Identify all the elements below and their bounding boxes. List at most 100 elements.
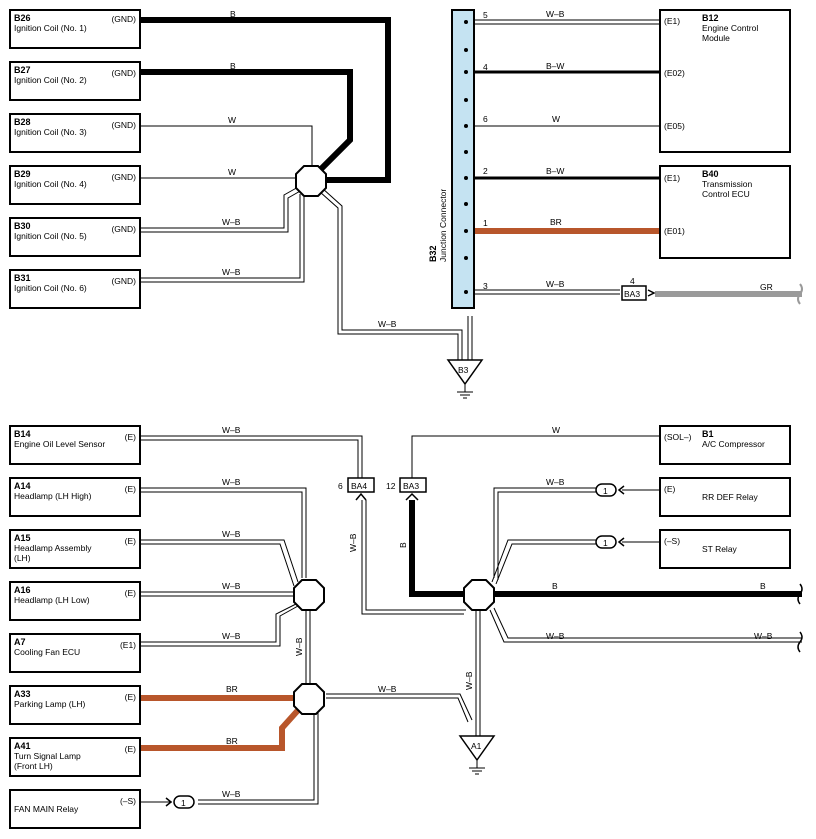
connector-pin: 1 xyxy=(603,486,608,496)
component-outline xyxy=(659,529,791,569)
wire-label: W xyxy=(552,425,560,435)
component-pin: (–S) xyxy=(120,796,136,806)
wire-label: W–B xyxy=(754,631,773,641)
component-pin: (E) xyxy=(125,432,137,442)
component-id: B28 xyxy=(14,117,31,127)
component-outline xyxy=(9,113,141,153)
wire-label: W–B xyxy=(464,671,474,690)
component-id: B40 xyxy=(702,169,719,179)
junction-pin: 6 xyxy=(483,114,488,124)
wire-label: B xyxy=(230,61,236,71)
component-outline xyxy=(9,217,141,257)
wire-label: W–B xyxy=(222,477,241,487)
component-name: Ignition Coil (No. 6) xyxy=(14,283,87,293)
wire-label: B xyxy=(552,581,558,591)
component-name: Cooling Fan ECU xyxy=(14,647,80,657)
component-pin: (GND) xyxy=(111,172,136,182)
wire-label: W–B xyxy=(222,529,241,539)
wire-a15-b xyxy=(140,543,295,587)
wire-label: W xyxy=(552,114,560,124)
wire-label: BR xyxy=(226,684,238,694)
wire-b1 xyxy=(411,435,660,478)
wire-b30-b xyxy=(140,189,303,233)
component-pin: (E) xyxy=(125,692,137,702)
component-id: B1 xyxy=(702,429,714,439)
wire-b28 xyxy=(140,125,313,166)
wire-b14-b xyxy=(140,439,359,478)
component-name: Headlamp Assembly xyxy=(14,543,92,553)
junction-connector-name: Junction Connector xyxy=(438,189,448,262)
splice-left xyxy=(293,579,325,611)
connector-id: BA3 xyxy=(624,289,640,299)
component-box: RR DEF Relay(E) xyxy=(659,477,791,517)
component-pin: (E1) xyxy=(664,173,680,183)
wire-ba3v xyxy=(409,500,466,597)
wire-b31-a xyxy=(140,194,301,279)
connector-ba3-bottom: BA3 12 xyxy=(386,477,427,501)
wire-a15-a xyxy=(140,539,299,583)
junction-dots xyxy=(464,20,468,294)
component-name: Module xyxy=(702,33,730,43)
junction-pin: 2 xyxy=(483,166,488,176)
junction-connector-id: B32 xyxy=(428,245,438,262)
wires-bottom xyxy=(140,435,802,805)
component-outline xyxy=(9,477,141,517)
wire-ba4v-b xyxy=(365,500,466,611)
ground-a1: A1 xyxy=(458,735,496,775)
component-id: A7 xyxy=(14,637,26,647)
component-name: Headlamp (LH High) xyxy=(14,491,92,501)
wire-label: W–B xyxy=(348,533,358,552)
component-name: Ignition Coil (No. 5) xyxy=(14,231,87,241)
component-id: B26 xyxy=(14,13,31,23)
component-id: A41 xyxy=(14,741,31,751)
wire-a14-b xyxy=(140,491,303,578)
wire-label: W–B xyxy=(378,684,397,694)
ground-label: B3 xyxy=(458,365,469,375)
wires-bottom-heavy xyxy=(140,500,802,751)
component-id: B14 xyxy=(14,429,31,439)
wire-b14-a xyxy=(140,435,363,478)
wire-label: BR xyxy=(550,217,562,227)
component-pin: (SOL–) xyxy=(664,432,692,442)
component-outline xyxy=(9,633,141,673)
component-outline xyxy=(9,737,141,777)
component-id: B12 xyxy=(702,13,719,23)
component-id: A33 xyxy=(14,689,31,699)
splice-points xyxy=(293,165,495,715)
connector-ba3-top: BA3 4 xyxy=(621,276,656,301)
connector-pin: 12 xyxy=(386,481,396,491)
component-pin: (E) xyxy=(125,588,137,598)
component-name: Parking Lamp (LH) xyxy=(14,699,86,709)
wire-rrdef-a xyxy=(493,487,596,578)
component-name: RR DEF Relay xyxy=(702,492,758,502)
component-outline xyxy=(9,685,141,725)
splice-right xyxy=(463,579,495,611)
connector-pin: 4 xyxy=(630,276,635,286)
component-pin: (GND) xyxy=(111,68,136,78)
component-name: Ignition Coil (No. 2) xyxy=(14,75,87,85)
wire-label: GR xyxy=(760,282,773,292)
component-pin: (E) xyxy=(125,536,137,546)
junction-connector-body xyxy=(451,9,475,309)
wire-ba4v-a xyxy=(361,500,464,615)
component-pin: (GND) xyxy=(111,224,136,234)
wire-label: W–B xyxy=(378,319,397,329)
wire-labels: B B W W W–B W–B W–B W–B B–W W B–W BR W–B… xyxy=(222,9,773,799)
component-pin: (E01) xyxy=(664,226,685,236)
wire-a7-a xyxy=(140,603,297,643)
junction-connector-b32: B32 Junction Connector 5 4 6 2 1 3 xyxy=(428,9,488,309)
component-outline xyxy=(9,9,141,49)
component-name: (Front LH) xyxy=(14,761,53,771)
component-id: B27 xyxy=(14,65,31,75)
junction-pin: 1 xyxy=(483,218,488,228)
wire-b27 xyxy=(140,69,353,175)
inline-connectors: BA3 4 BA4 6 BA3 12 1 1 1 xyxy=(165,276,656,809)
